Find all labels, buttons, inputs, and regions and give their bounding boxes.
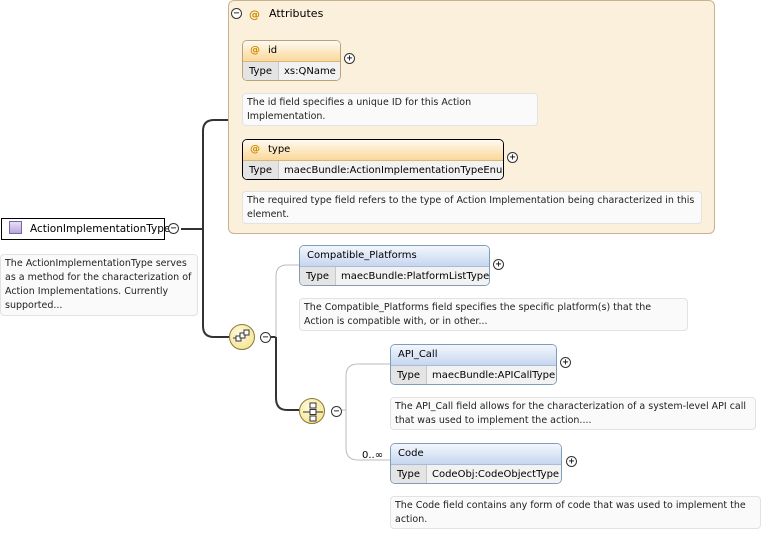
- attribute-id-box[interactable]: @ id Type xs:QName: [242, 40, 341, 81]
- attributes-marker-icon: @: [249, 8, 260, 21]
- element-code-occurrence: 0..∞: [362, 450, 384, 461]
- element-api-call-documentation: The API_Call field allows for the charac…: [390, 397, 756, 430]
- choice-glyph-icon: [303, 402, 323, 422]
- attribute-type-box[interactable]: @ type Type maecBundle:ActionImplementatio…: [242, 139, 504, 180]
- type-label: Type: [391, 366, 427, 384]
- attributes-collapse-icon[interactable]: −: [231, 8, 242, 19]
- attribute-type-header: @ type: [243, 140, 503, 161]
- attribute-id-header: @ id: [243, 41, 340, 62]
- attribute-id-name: id: [268, 45, 278, 56]
- element-compatible-platforms-type: maecBundle:PlatformListType: [340, 271, 490, 282]
- element-api-call-expand-icon[interactable]: +: [560, 357, 571, 368]
- element-api-call-box[interactable]: API_Call Type maecBundle:APICallType: [390, 344, 557, 385]
- element-code-expand-icon[interactable]: +: [566, 456, 577, 467]
- element-code-type-row: Type CodeObj:CodeObjectType: [391, 465, 561, 483]
- attribute-type-type-row: Type maecBundle:ActionImplementationTypeE…: [243, 161, 504, 179]
- element-compatible-platforms-box[interactable]: Compatible_Platforms Type maecBundle:Plat…: [299, 245, 490, 286]
- sequence-collapse-icon[interactable]: −: [260, 332, 271, 343]
- attribute-type-type: maecBundle:ActionImplementationTypeEnum: [283, 165, 504, 176]
- type-label: Type: [391, 465, 427, 483]
- element-code-type: CodeObj:CodeObjectType: [431, 469, 560, 480]
- type-label: Type: [243, 62, 279, 80]
- element-compatible-platforms-header: Compatible_Platforms: [300, 246, 489, 267]
- root-element-name: ActionImplementationType: [30, 223, 171, 235]
- element-api-call-type-row: Type maecBundle:APICallType: [391, 366, 556, 384]
- element-api-call-header: API_Call: [391, 345, 556, 366]
- attribute-type-documentation: The required type field refers to the ty…: [242, 191, 702, 224]
- element-api-call-type: maecBundle:APICallType: [431, 370, 556, 381]
- type-label: Type: [300, 267, 336, 285]
- element-compatible-platforms-type-row: Type maecBundle:PlatformListType: [300, 267, 490, 285]
- attribute-id-documentation: The id field specifies a unique ID for t…: [242, 93, 538, 126]
- root-collapse-icon[interactable]: −: [168, 223, 179, 234]
- element-code-documentation: The Code field contains any form of code…: [390, 496, 761, 529]
- attribute-marker-icon: @: [250, 45, 260, 56]
- element-compatible-platforms-expand-icon[interactable]: +: [493, 259, 504, 270]
- choice-collapse-icon[interactable]: −: [331, 406, 342, 417]
- element-code-header: Code: [391, 444, 561, 465]
- type-label: Type: [243, 161, 279, 179]
- sequence-glyph-icon: [233, 329, 250, 342]
- attributes-group-title: Attributes: [269, 7, 324, 20]
- root-element-box[interactable]: ActionImplementationType: [1, 218, 170, 240]
- sequence-compositor-icon[interactable]: [229, 324, 255, 350]
- element-code-box[interactable]: Code Type CodeObj:CodeObjectType: [390, 443, 562, 484]
- attribute-marker-icon: @: [250, 144, 260, 155]
- attribute-id-type: xs:QName: [283, 66, 336, 77]
- attribute-type-expand-icon[interactable]: +: [507, 152, 518, 163]
- attribute-id-expand-icon[interactable]: +: [344, 53, 355, 64]
- complex-type-icon: [9, 221, 22, 234]
- attribute-id-type-row: Type xs:QName: [243, 62, 340, 80]
- attribute-type-name: type: [268, 144, 291, 155]
- element-compatible-platforms-documentation: The Compatible_Platforms field specifies…: [299, 298, 688, 331]
- root-documentation: The ActionImplementationType serves as a…: [0, 254, 198, 316]
- choice-compositor-icon[interactable]: [299, 398, 325, 424]
